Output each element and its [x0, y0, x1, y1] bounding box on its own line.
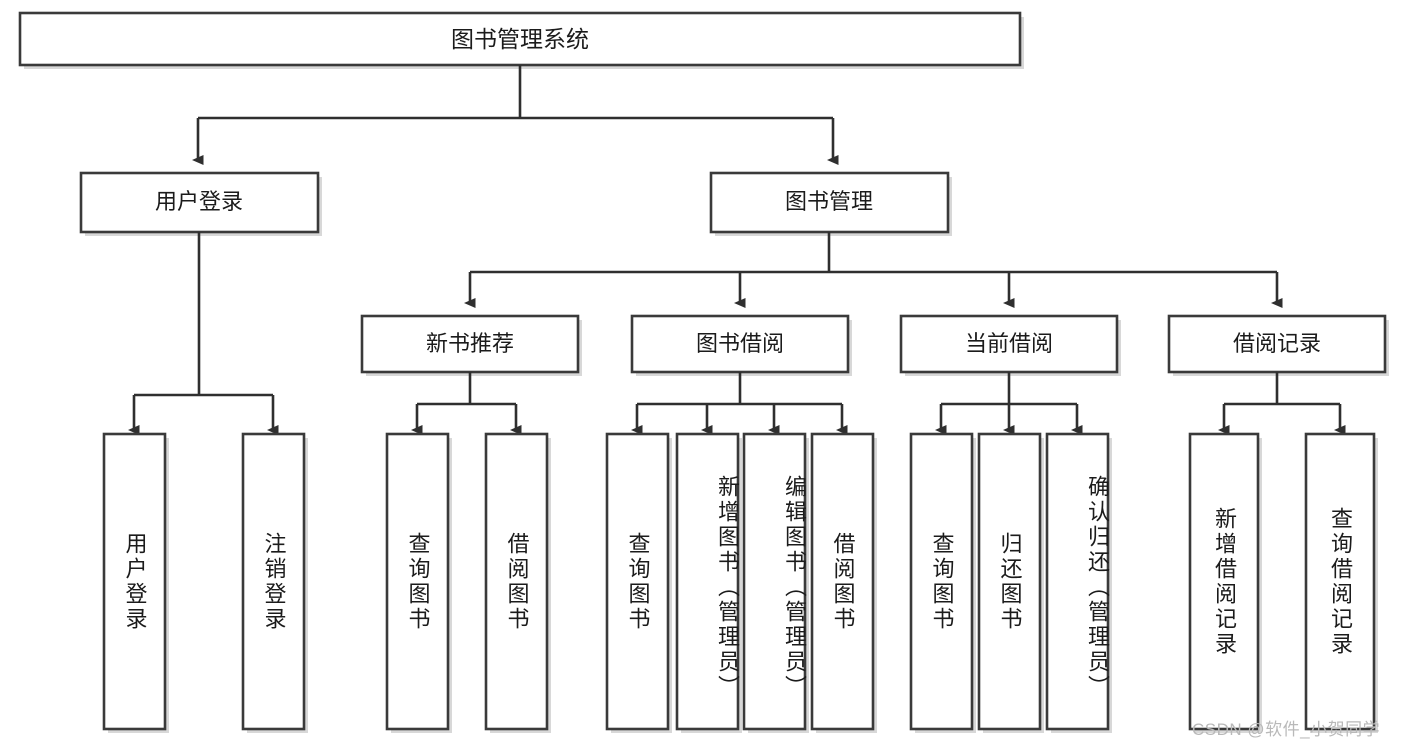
node-book-borrow[interactable]: [630, 314, 852, 376]
connector-borrowrecord-to-leaves: [1218, 372, 1346, 435]
connector-root-to-level1: [192, 65, 839, 165]
node-leaf-logout[interactable]: [241, 432, 308, 733]
node-root[interactable]: [18, 11, 1024, 69]
node-leaf-borrow-book-1[interactable]: [484, 432, 551, 733]
node-current-borrow-label: 当前借阅: [965, 331, 1053, 356]
node-leaf-add-record[interactable]: [1188, 432, 1262, 733]
node-leaf-borrow-book-2[interactable]: [810, 432, 877, 733]
connector-bookmanage-to-level2: [464, 232, 1283, 308]
node-borrow-record-label: 借阅记录: [1233, 331, 1321, 356]
node-leaf-return-book[interactable]: [977, 432, 1044, 733]
node-leaf-query-book-3[interactable]: [909, 432, 976, 733]
connector-bookborrow-to-leaves: [631, 372, 848, 435]
node-user-login[interactable]: [79, 171, 322, 236]
node-leaf-user-login[interactable]: [102, 432, 169, 733]
node-leaf-add-book[interactable]: [675, 432, 742, 733]
node-leaf-query-record[interactable]: [1304, 432, 1378, 733]
node-leaf-query-book-1[interactable]: [385, 432, 452, 733]
node-book-borrow-label: 图书借阅: [696, 331, 784, 356]
node-borrow-record[interactable]: [1167, 314, 1389, 376]
csdn-watermark: CSDN @软件_小贺同学: [1192, 720, 1381, 739]
node-book-manage-label: 图书管理: [785, 189, 873, 214]
connector-userlogin-to-leaves: [128, 232, 279, 435]
node-new-book-recommend[interactable]: [360, 314, 582, 376]
node-user-login-label: 用户登录: [155, 189, 243, 214]
node-leaf-edit-book[interactable]: [742, 432, 809, 733]
node-new-book-recommend-label: 新书推荐: [426, 331, 514, 356]
node-leaf-query-book-2[interactable]: [605, 432, 672, 733]
node-current-borrow[interactable]: [899, 314, 1121, 376]
connector-currentborrow-to-leaves: [935, 372, 1083, 435]
node-root-label: 图书管理系统: [451, 26, 589, 52]
node-leaf-confirm-return[interactable]: [1045, 432, 1112, 733]
connector-newbook-to-leaves: [411, 372, 522, 435]
